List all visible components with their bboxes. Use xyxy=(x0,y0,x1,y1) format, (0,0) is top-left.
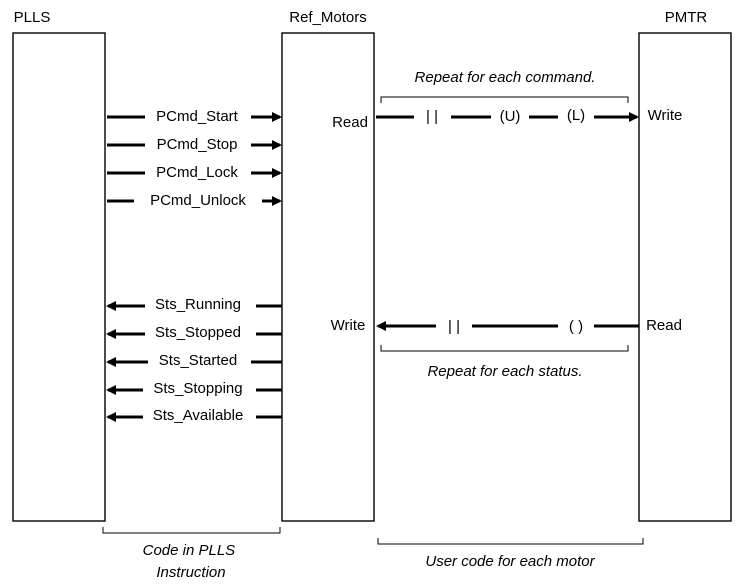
plls-code-caption: Code in PLLS Instruction xyxy=(143,542,240,581)
status-label: Sts_Running xyxy=(155,296,241,313)
contact-symbol: | | xyxy=(426,108,438,125)
ref-write-label: Write xyxy=(331,317,366,334)
plls-code-caption-line-2: Instruction xyxy=(156,564,225,581)
coil-symbol: ( ) xyxy=(569,318,583,335)
status-label: Sts_Available xyxy=(153,407,244,424)
pmtr-write-label: Write xyxy=(648,107,683,124)
plls-code-caption-line-1: Code in PLLS xyxy=(143,542,236,559)
lane-box-plls xyxy=(12,32,106,522)
lane-box-pmtr xyxy=(638,32,732,522)
command-arrows: PCmd_Start PCmd_Stop PCmd_Lock PCmd_Unlo… xyxy=(107,108,282,209)
command-label: PCmd_Lock xyxy=(156,164,238,181)
motor-code-bracket xyxy=(377,538,644,545)
status-label: Sts_Stopping xyxy=(153,380,242,397)
ref-read-label: Read xyxy=(332,114,368,131)
lane-box-ref-motors xyxy=(281,32,375,522)
status-arrows: Sts_Running Sts_Stopped Sts_Started Sts_… xyxy=(106,296,282,424)
status-repeat-bracket xyxy=(380,345,629,352)
command-repeat-caption: Repeat for each command. xyxy=(415,69,596,86)
contact-symbol: | | xyxy=(448,318,460,335)
command-link: Repeat for each command. Read Write | | … xyxy=(332,69,682,131)
motor-code-caption: User code for each motor xyxy=(425,553,595,570)
status-label: Sts_Started xyxy=(159,352,237,369)
status-label: Sts_Stopped xyxy=(155,324,241,341)
lane-title-plls: PLLS xyxy=(14,9,51,26)
latch-coil-symbol: (L) xyxy=(567,107,585,124)
plls-code-bracket xyxy=(102,527,281,534)
lane-title-pmtr: PMTR xyxy=(665,9,708,26)
unlatch-coil-symbol: (U) xyxy=(500,108,521,125)
command-label: PCmd_Stop xyxy=(157,136,238,153)
status-link: Write Read | | ( ) Repeat for each statu… xyxy=(331,317,682,380)
pmtr-read-label: Read xyxy=(646,317,682,334)
command-label: PCmd_Unlock xyxy=(150,192,246,209)
command-repeat-bracket xyxy=(380,96,629,103)
lane-title-ref-motors: Ref_Motors xyxy=(289,9,367,26)
command-label: PCmd_Start xyxy=(156,108,239,125)
status-repeat-caption: Repeat for each status. xyxy=(427,363,582,380)
